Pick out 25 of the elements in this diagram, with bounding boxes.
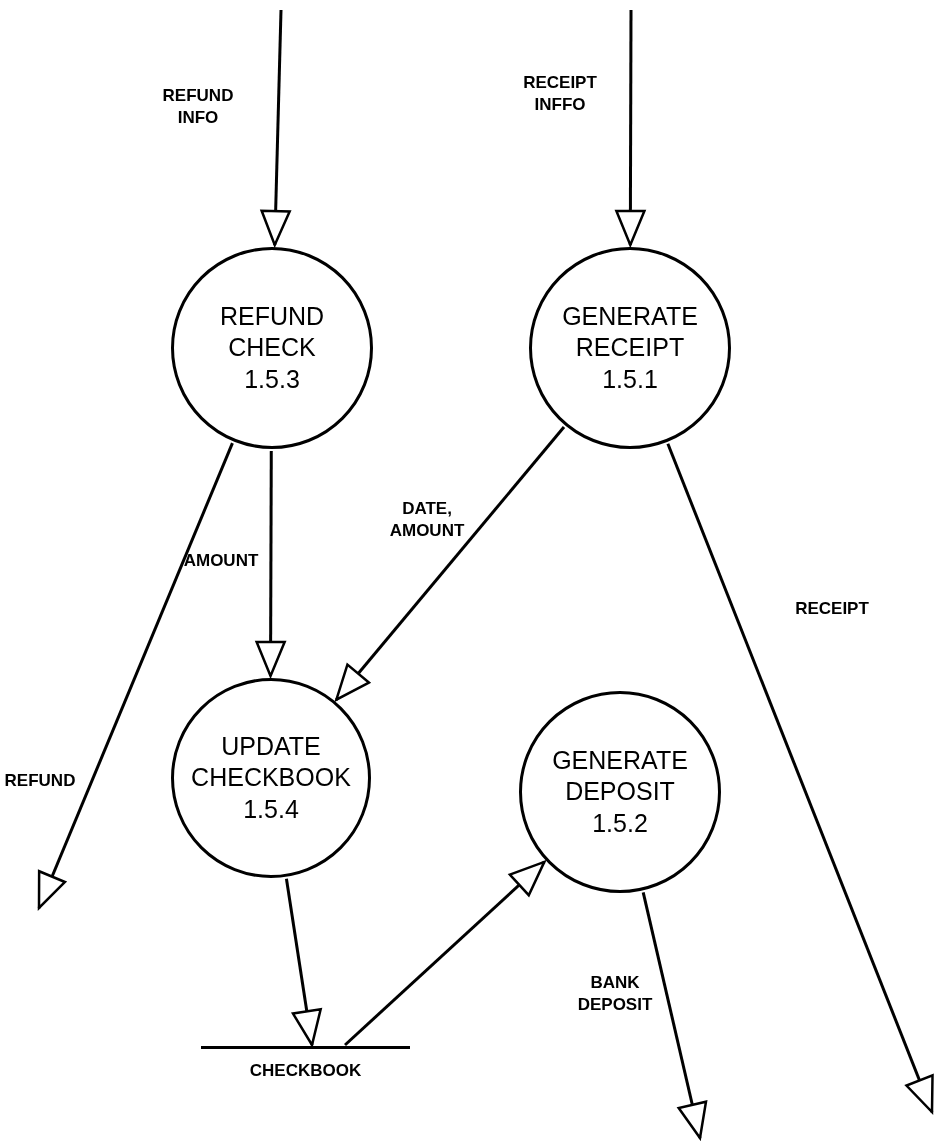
edge-label: RECEIPT INFFO [522,72,598,117]
arrow [255,451,286,678]
process-name: UPDATE CHECKBOOK [190,730,352,793]
edge-label: DATE, AMOUNT [388,498,466,543]
arrow [284,878,322,1047]
arrow [260,9,291,247]
arrow [37,442,234,910]
edge-label: RECEIPT [794,598,870,620]
process-name: GENERATE RECEIPT [561,300,699,363]
process-number: 1.5.3 [244,364,300,395]
arrow [641,892,708,1140]
arrow [335,426,566,701]
store-name: CHECKBOOK [249,1061,362,1082]
edge-label: REFUND INFO [161,85,235,130]
process-name: REFUND CHECK [218,300,326,363]
process-number: 1.5.2 [592,808,648,839]
arrow [615,10,646,247]
edge-label: BANK DEPOSIT [576,972,654,1017]
process-number: 1.5.4 [243,794,299,825]
arrow [344,860,546,1047]
edge-label: REFUND [3,770,77,792]
process-number: 1.5.1 [602,364,658,395]
process-name: GENERATE DEPOSIT [551,744,689,807]
arrow [666,443,934,1114]
edge-label: AMOUNT [182,550,260,572]
